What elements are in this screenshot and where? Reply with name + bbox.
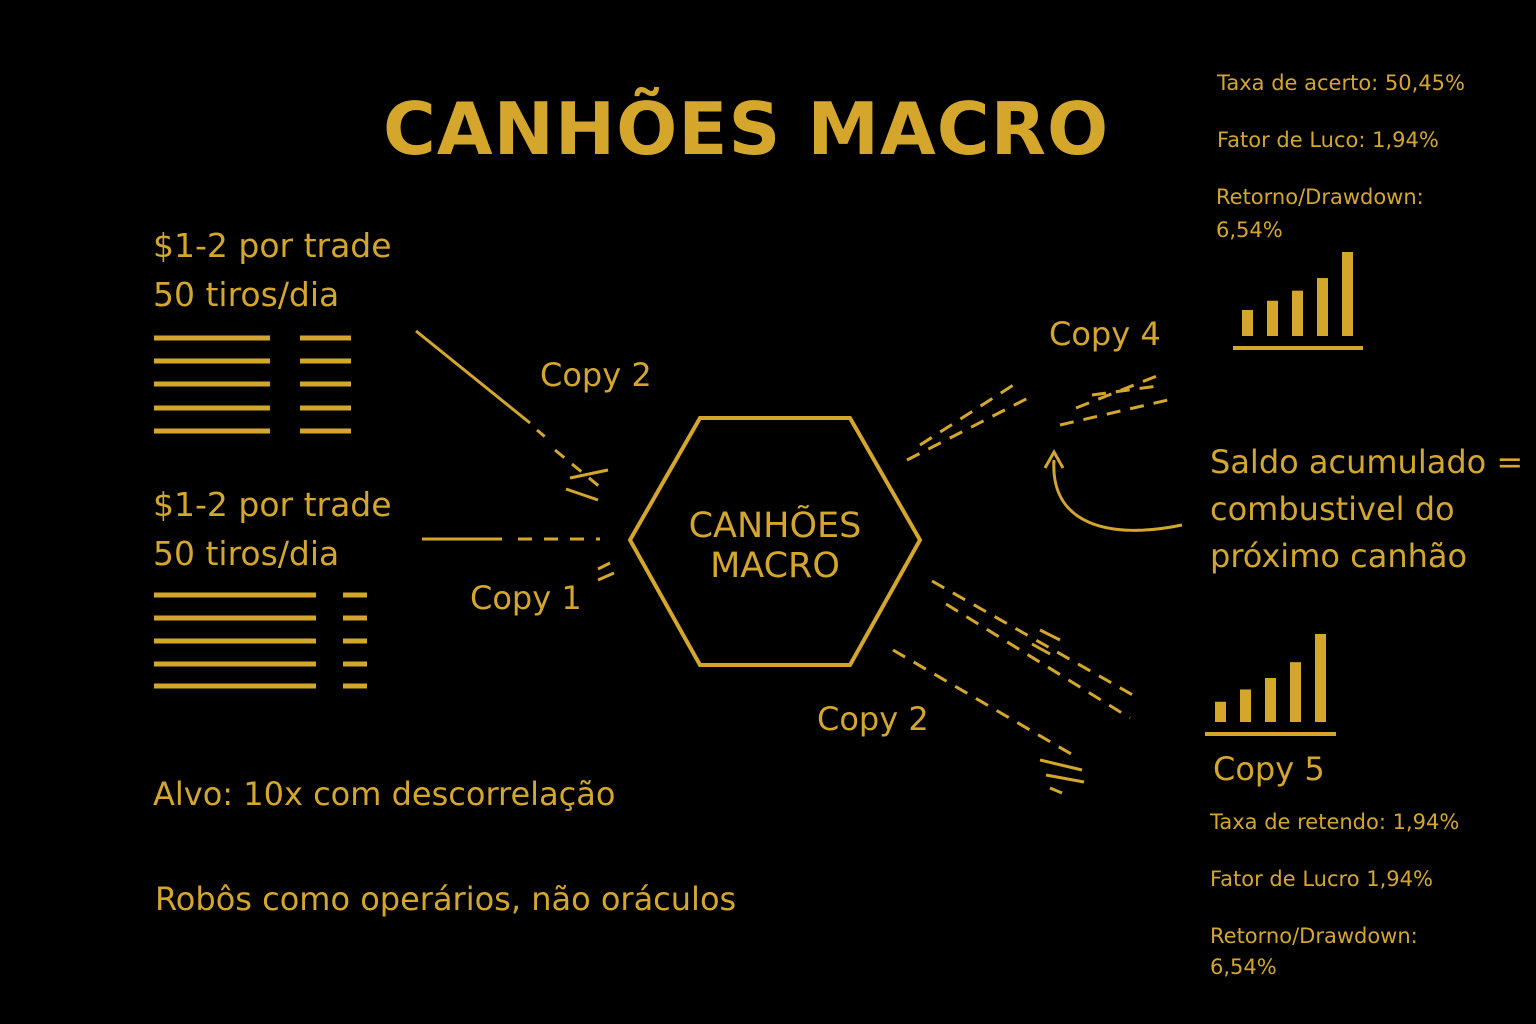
curved-arrow-icon bbox=[1043, 448, 1183, 532]
bar bbox=[1315, 634, 1326, 722]
stat-profit-factor-bottom: Fator de Lucro 1,94% bbox=[1210, 867, 1433, 891]
bar bbox=[1292, 290, 1303, 336]
saldo-line1: Saldo acumulado = bbox=[1210, 443, 1524, 481]
connector-copy4 bbox=[906, 372, 1169, 462]
bar bbox=[1317, 278, 1328, 336]
saldo-line2: combustivel do bbox=[1210, 490, 1455, 528]
bar bbox=[1342, 252, 1353, 336]
connector-copy5 bbox=[892, 579, 1139, 795]
stat-profit-factor: Fator de Luco: 1,94% bbox=[1217, 128, 1439, 152]
stat-return-dd-label-bottom: Retorno/Drawdown: bbox=[1210, 924, 1418, 948]
bar-chart-icon bbox=[1215, 634, 1326, 722]
label-copy2-top: Copy 2 bbox=[540, 356, 652, 394]
input-top-line1: $1-2 por trade bbox=[153, 226, 392, 265]
label-copy2-bottom: Copy 2 bbox=[817, 700, 929, 738]
bar bbox=[1215, 701, 1226, 722]
stat-hit-rate: Taxa de acerto: 50,45% bbox=[1217, 71, 1465, 95]
page-title: CANHÕES MACRO bbox=[383, 87, 1110, 171]
stat-return-dd-value-bottom: 6,54% bbox=[1210, 955, 1277, 979]
bar bbox=[1267, 300, 1278, 336]
stat-return-dd-value: 6,54% bbox=[1216, 218, 1283, 242]
label-copy4: Copy 4 bbox=[1049, 315, 1161, 353]
bar-chart-icon bbox=[1242, 252, 1353, 336]
bar bbox=[1290, 662, 1301, 722]
document-icon bbox=[154, 592, 367, 689]
hub-hexagon bbox=[627, 416, 923, 667]
input-top-line2: 50 tiros/dia bbox=[153, 275, 340, 314]
stat-retention-rate: Taxa de retendo: 1,94% bbox=[1210, 810, 1460, 834]
label-copy1: Copy 1 bbox=[470, 579, 582, 617]
bar bbox=[1265, 678, 1276, 722]
connector-copy2-top bbox=[415, 329, 609, 502]
input-bottom-line1: $1-2 por trade bbox=[153, 485, 392, 524]
saldo-line3: próximo canhão bbox=[1210, 537, 1468, 575]
target-text: Alvo: 10x com descorrelação bbox=[153, 775, 616, 813]
motto-text: Robôs como operários, não oráculos bbox=[155, 880, 737, 918]
bar bbox=[1242, 309, 1253, 336]
hub-label: CANHÕES MACRO bbox=[688, 506, 862, 587]
label-copy5: Copy 5 bbox=[1213, 750, 1325, 788]
input-bottom-line2: 50 tiros/dia bbox=[153, 534, 340, 573]
document-icon bbox=[154, 335, 351, 434]
stat-return-dd-label: Retorno/Drawdown: bbox=[1216, 185, 1424, 209]
connector-copy1 bbox=[422, 537, 615, 582]
bar bbox=[1240, 689, 1251, 722]
